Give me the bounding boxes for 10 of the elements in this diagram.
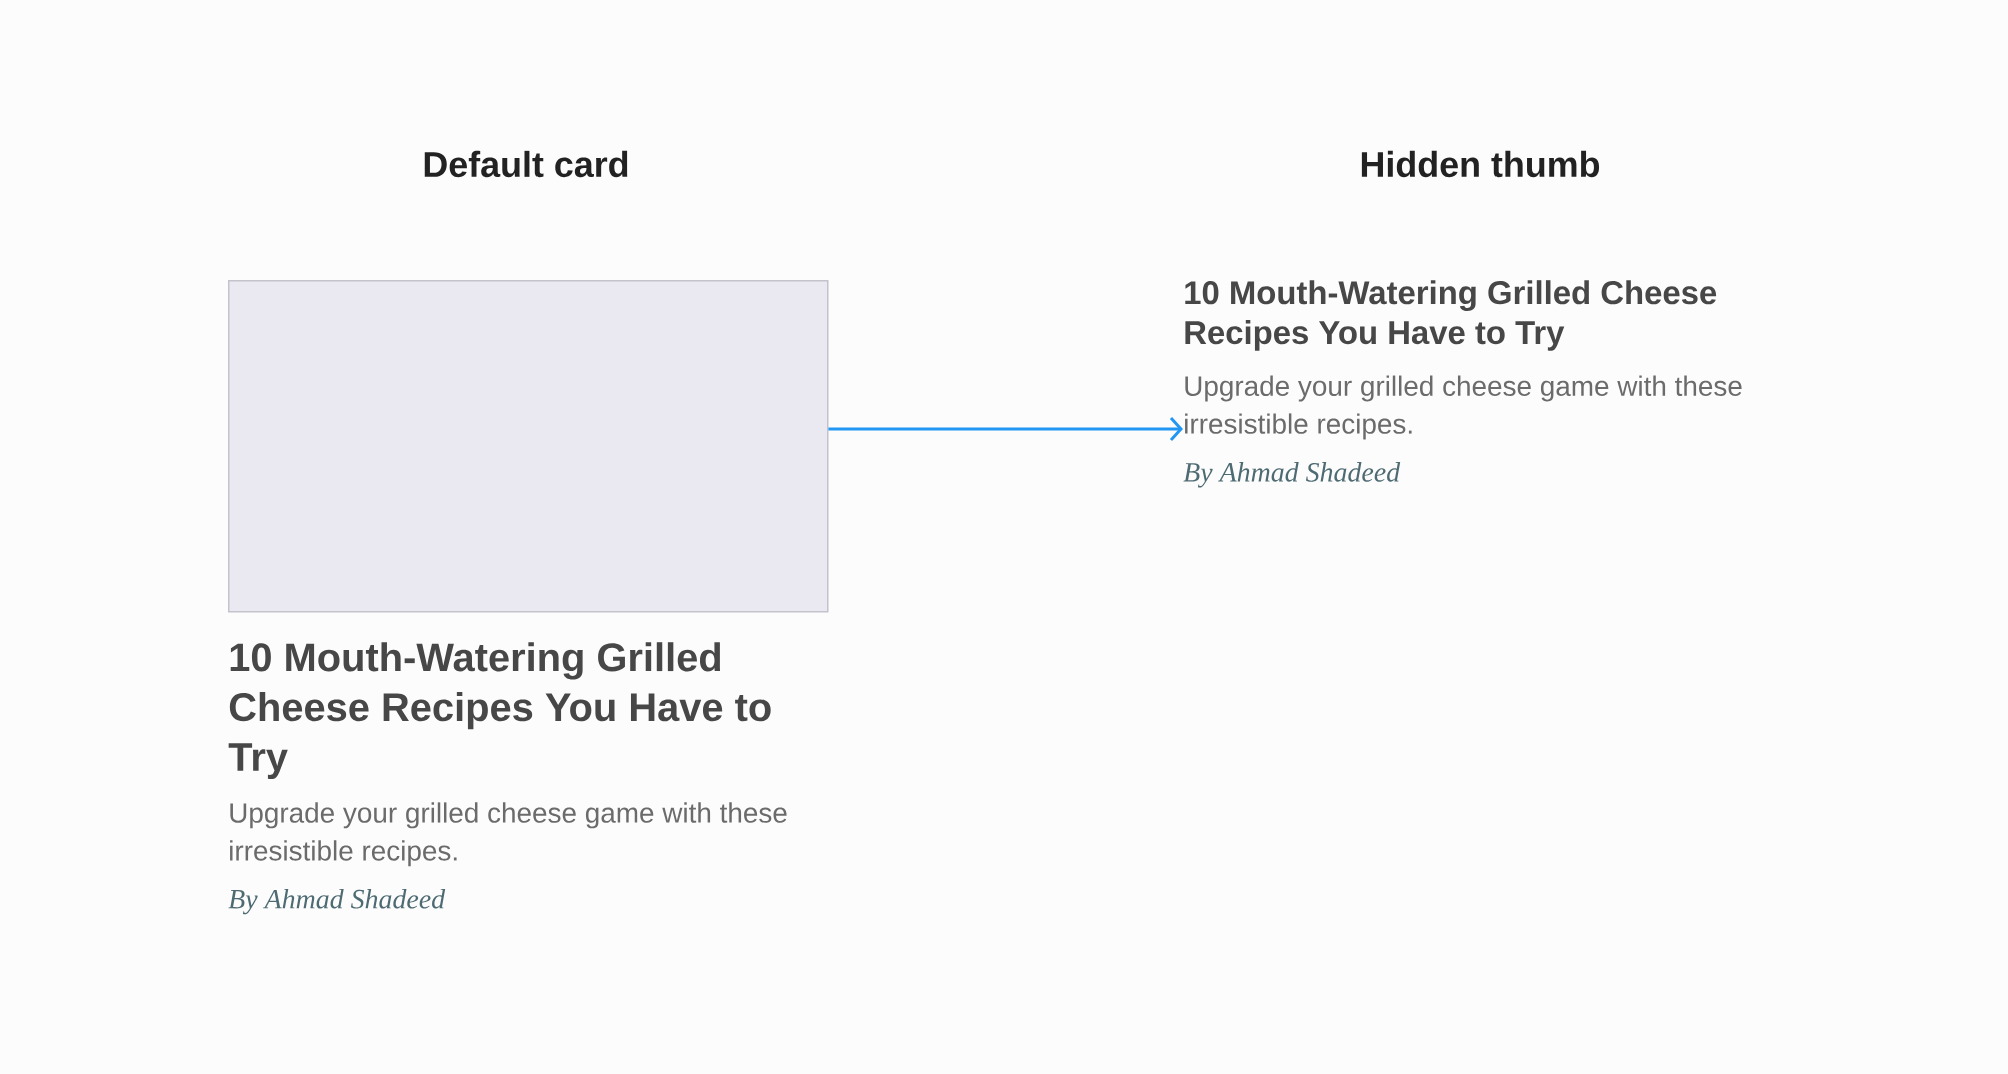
column-heading: Hidden thumb: [1361, 150, 1600, 178]
author-byline: By Ahmad Shadeed: [228, 888, 446, 915]
thumbnail-placeholder: [228, 280, 829, 613]
column-heading: Default card: [424, 150, 628, 178]
card-description: Upgrade your grilled cheese game with these irresistible recipes.: [230, 802, 787, 867]
author-byline: By Ahmad Shadeed: [1183, 462, 1401, 488]
card-title: 10 Mouth-Watering Grilled Cheese Recipes You Have to Try: [1185, 280, 1717, 351]
card-description: Upgrade your grilled cheese game with these irresistible recipes.: [1185, 375, 1742, 440]
card-title: 10 Mouth-Watering Grilled Cheese Recipes You Have to Try: [228, 642, 771, 779]
arrow: [828, 417, 1183, 441]
